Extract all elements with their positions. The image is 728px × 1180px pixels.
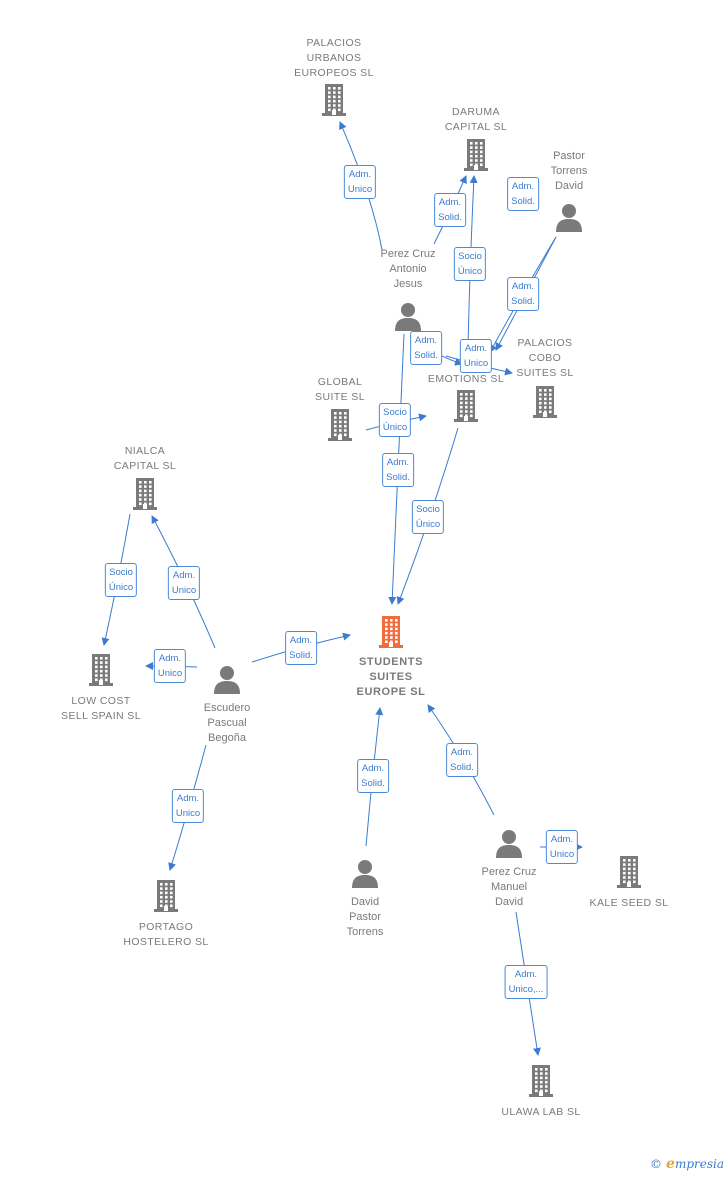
edge-role-label[interactable]: Adm. Solid. <box>382 453 414 487</box>
company-icon[interactable] <box>615 855 643 894</box>
edge-role-label[interactable]: Adm. Solid. <box>357 759 389 793</box>
node-label-ulawa[interactable]: ULAWA LAB SL <box>501 1106 581 1118</box>
node-label-global-suite[interactable]: GLOBAL SUITE SL <box>315 376 365 403</box>
edge-role-label[interactable]: Adm. Solid. <box>285 631 317 665</box>
empresia-watermark: ©empresia <box>650 1156 724 1172</box>
company-icon[interactable] <box>462 138 490 177</box>
edge-role-label[interactable]: Adm. Solid. <box>507 177 539 211</box>
node-label-perez-cruz-manuel[interactable]: Perez Cruz Manuel David <box>481 866 537 908</box>
edge-role-label[interactable]: Adm. Unico <box>343 165 377 199</box>
edge-role-label[interactable]: Adm. Unico <box>171 789 205 823</box>
company-icon[interactable] <box>326 408 354 447</box>
company-icon[interactable] <box>131 477 159 516</box>
node-label-palacios-cobo[interactable]: PALACIOS COBO SUITES SL <box>516 337 574 379</box>
node-label-nialca[interactable]: NIALCA CAPITAL SL <box>113 445 177 472</box>
edge-role-label[interactable]: Adm. Solid. <box>410 331 442 365</box>
company-icon[interactable] <box>527 1064 555 1103</box>
company-icon[interactable] <box>87 653 115 692</box>
node-label-pastor-torrens-david[interactable]: Pastor Torrens David <box>550 150 588 192</box>
node-label-perez-cruz-antonio[interactable]: Perez Cruz Antonio Jesus <box>380 248 436 290</box>
person-icon[interactable] <box>351 858 379 893</box>
edge-role-label[interactable]: Adm. Unico,... <box>504 965 548 999</box>
company-icon[interactable] <box>531 385 559 424</box>
person-icon[interactable] <box>213 664 241 699</box>
brand-name: mpresia <box>674 1157 724 1171</box>
person-icon[interactable] <box>394 301 422 336</box>
node-label-portago[interactable]: PORTAGO HOSTELERO SL <box>123 921 209 948</box>
edge-role-label[interactable]: Adm. Solid. <box>507 277 539 311</box>
company-icon[interactable] <box>152 879 180 918</box>
edge-role-label[interactable]: Socio Único <box>411 500 445 534</box>
person-icon[interactable] <box>495 828 523 863</box>
edge-role-label[interactable]: Socio Único <box>378 403 412 437</box>
company-icon[interactable] <box>320 83 348 122</box>
focus-company-icon[interactable] <box>377 615 405 654</box>
edge-role-label[interactable]: Adm. Unico <box>459 339 493 373</box>
edge-role-label[interactable]: Socio Único <box>453 247 487 281</box>
copyright-symbol: © <box>650 1157 663 1171</box>
brand-initial: e <box>666 1156 675 1172</box>
edge-role-label[interactable]: Socio Único <box>104 563 138 597</box>
edge-role-label[interactable]: Adm. Unico <box>545 830 579 864</box>
node-label-students-suites[interactable]: STUDENTS SUITES EUROPE SL <box>356 656 426 698</box>
edge-role-label[interactable]: Adm. Solid. <box>446 743 478 777</box>
node-label-kale-seed[interactable]: KALE SEED SL <box>589 897 669 909</box>
node-label-palacios-urbanos[interactable]: PALACIOS URBANOS EUROPEOS SL <box>294 37 374 79</box>
edge-role-label[interactable]: Adm. Unico <box>167 566 201 600</box>
person-icon[interactable] <box>555 202 583 237</box>
node-label-escudero[interactable]: Escudero Pascual Begoña <box>203 702 251 744</box>
node-label-daruma[interactable]: DARUMA CAPITAL SL <box>444 106 508 133</box>
node-label-david-pastor-torrens[interactable]: David Pastor Torrens <box>346 896 384 938</box>
company-icon[interactable] <box>452 389 480 428</box>
node-label-low-cost[interactable]: LOW COST SELL SPAIN SL <box>61 695 141 722</box>
edge-role-label[interactable]: Adm. Unico <box>153 649 187 683</box>
edge-role-label[interactable]: Adm. Solid. <box>434 193 466 227</box>
